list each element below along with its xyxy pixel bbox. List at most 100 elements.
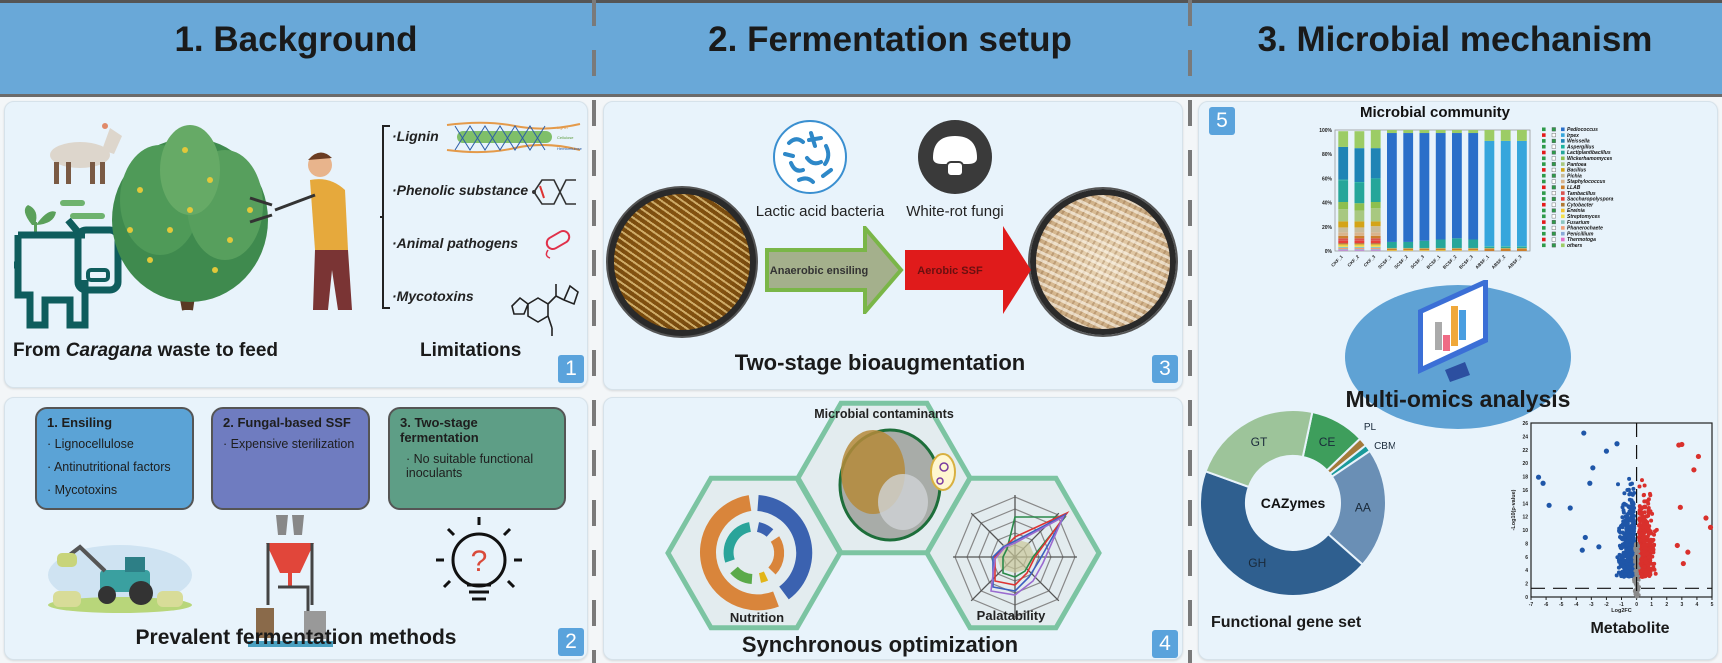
cellulose-label: Cellulose [557,135,574,140]
slice-label: PL [1364,422,1377,433]
up-regulated-point [1641,525,1646,530]
bar-segment-others [1403,130,1414,134]
down-regulated-point [1620,515,1625,520]
bar-segment-lactiplantibacillus [1387,241,1397,248]
bar-segment-pantoea [1484,247,1495,249]
community-chart-title: Microbial community [1360,104,1511,121]
bar-segment-lactiplantibacillus [1370,179,1381,202]
caption-suffix: waste to feed [152,340,279,361]
up-regulated-point [1637,528,1642,533]
up-regulated-point [1653,571,1658,576]
bar-segment-llab [1452,248,1462,251]
bar-segment-irpex [1484,140,1495,247]
down-regulated-point [1621,558,1626,562]
up-regulated-point [1650,554,1655,559]
x-tick-label: ABSF_2 [1491,254,1507,270]
legend-marker [1542,168,1546,172]
bar-segment-llab [1387,248,1397,251]
legend-swatch [1561,162,1565,166]
down-regulated-point [1620,525,1625,530]
legend-marker [1551,127,1556,132]
bar-segment-pediococcus [1435,133,1446,240]
bar-segment-pantoea [1338,209,1349,222]
down-regulated-point [1587,480,1593,486]
legend-label: Pichia [1567,173,1582,179]
bar-segment-others [1517,130,1527,141]
bar-segment-cytobacter [1354,243,1365,245]
legend-label: Saccharopolyspora [1567,197,1614,203]
legend-marker [1542,237,1546,242]
legend-marker [1551,144,1556,149]
legend-label: Bacillus [1567,168,1586,174]
legend-label: Cytobacter [1567,202,1594,208]
legend-marker [1551,167,1556,172]
multi-omics-illustration [1345,280,1571,429]
up-regulated-point [1691,467,1697,473]
caption-species: Caragana [65,340,153,361]
legend-marker [1542,150,1546,155]
waste-to-feed-illustration [14,123,352,329]
up-regulated-point [1637,484,1642,489]
bar-segment-others [1419,130,1430,134]
bar-segment-pantoea [1468,247,1479,249]
x-tick-label: 4 [1696,602,1699,608]
method-box-fungal-ssf: 2. Fungal-based SSF · Expensive steriliz… [211,407,370,510]
bar-segment-fusarium [1338,246,1349,248]
down-regulated-point [1582,534,1588,541]
y-tick-label: 26 [1522,421,1528,427]
up-regulated-point [1677,504,1683,510]
bar-segment-saccharopolyspora [1354,240,1365,244]
up-regulated-point [1640,478,1644,483]
legend-label: Tambacillus [1567,191,1596,197]
bar-segment-weissella [1354,148,1365,183]
down-regulated-point [1632,514,1637,518]
y-tick-label: 100% [1319,128,1332,134]
down-regulated-point [1629,529,1634,534]
y-tick-label: 20% [1322,225,1333,231]
x-tick-label: BCSF_2 [1442,254,1458,270]
legend-marker [1542,202,1546,207]
slice-label: GT [1251,435,1268,449]
legend-marker [1542,173,1546,178]
bar-segment-erwinia [1338,244,1349,246]
bar-segment-pantoea [1517,247,1527,249]
bioreactor-illustration [248,515,333,647]
bar-segment-weissella [1370,148,1381,179]
bar-segment-streptomyces [1354,245,1365,247]
legend-swatch [1561,173,1565,178]
down-regulated-point [1625,558,1630,563]
bar-segment-streptomyces [1338,245,1349,247]
tractor-silage-illustration [48,544,192,613]
legend-marker [1542,185,1546,190]
x-tick-label: 2 [1665,602,1668,608]
x-tick-label: -3 [1589,602,1594,608]
up-regulated-point [1637,516,1642,521]
x-tick-label: BCSF_1 [1426,254,1442,270]
legend-label: others [1567,243,1583,249]
up-regulated-point [1695,453,1702,460]
slice-label: AA [1355,501,1371,515]
up-regulated-point [1648,558,1653,563]
non-significant-point [1634,574,1638,578]
up-regulated-point [1646,513,1651,518]
bar-segment-llab [1354,235,1365,239]
x-tick-label: CKF_1 [1330,254,1344,268]
non-significant-point [1637,578,1641,582]
bar-segment-others [1370,130,1381,149]
up-regulated-point [1646,566,1651,571]
bar-segment-pantoea [1370,208,1381,222]
x-tick-label: 1 [1650,602,1653,608]
bar-segment-llab [1468,248,1479,251]
method-box-ensiling: 1. Ensiling · Lignocellulose · Antinutri… [35,407,194,510]
section-divider [592,0,596,663]
anaerobic-ensiling-arrow [765,226,904,314]
legend-swatch [1561,185,1565,190]
method-item: · No suitable functional inoculants [406,452,534,480]
bar-segment-penicillium [1338,249,1349,251]
bar-segment-pantoea [1435,247,1446,249]
x-tick-label: CKF_2 [1346,254,1360,268]
bar-segment-lactiplantibacillus [1419,240,1430,248]
x-tick-label: -7 [1529,602,1534,608]
up-regulated-point [1654,527,1659,532]
y-tick-label: 10 [1522,528,1528,534]
